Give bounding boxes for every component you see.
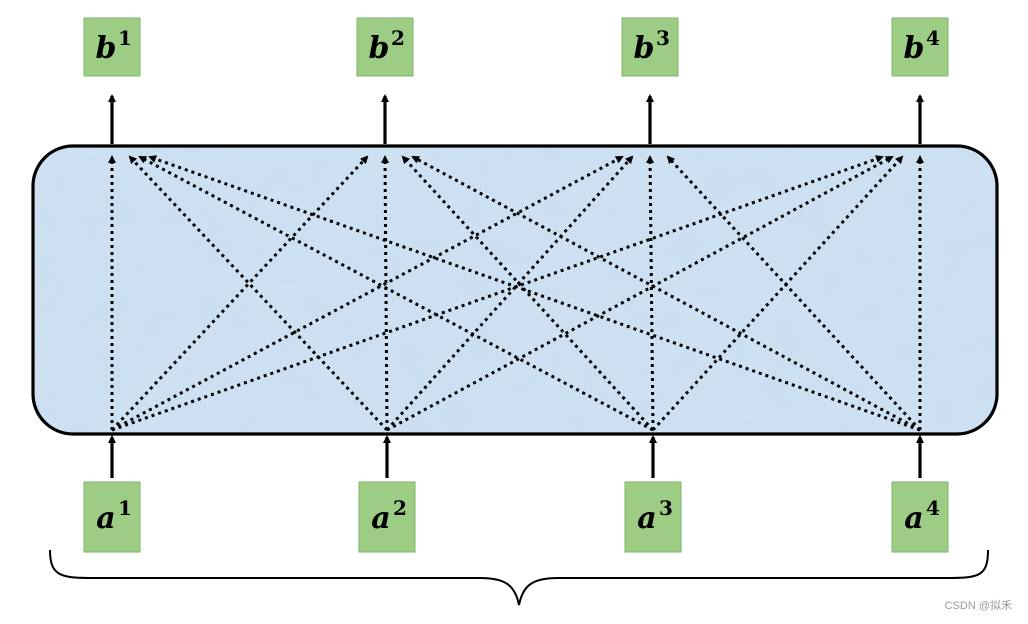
- output-node-b2-box: [356, 17, 414, 77]
- attention-edge-a1-to-b4: [111, 155, 884, 432]
- input-node-a1-box: [83, 481, 141, 553]
- output-node-b4-box: [891, 17, 949, 77]
- output-node-b4-superscript: 4: [926, 26, 940, 50]
- attention-edge-a4-to-b3: [666, 155, 922, 432]
- output-node-b3-box: [621, 17, 679, 77]
- output-node-b3-superscript: 3: [656, 26, 670, 50]
- io-arrows: [108, 94, 924, 478]
- input-node-a3-superscript: 3: [659, 496, 673, 520]
- attention-edge-a3-to-b4: [651, 155, 904, 432]
- output-node-b1-superscript: 1: [118, 26, 132, 50]
- attention-edge-a3-to-b2: [401, 155, 655, 432]
- attention-panel: [31, 144, 999, 436]
- attention-edge-a4-to-b1: [148, 155, 921, 432]
- input-node-a4-box: [891, 481, 949, 553]
- input-node-a1-superscript: 1: [118, 496, 132, 520]
- output-node-b1-box: [83, 17, 141, 77]
- attention-edge-a2-to-b3: [385, 155, 634, 432]
- output-node-b1-label: b: [96, 31, 117, 66]
- input-node-a4-label: a: [904, 501, 923, 536]
- output-node-b2-label: b: [369, 31, 390, 66]
- output-node-b4-label: b: [904, 31, 925, 66]
- input-node-a2-box: [358, 481, 416, 553]
- attention-connections: [108, 155, 924, 432]
- input-node-a2-label: a: [371, 501, 390, 536]
- attention-edge-a3-to-b1: [138, 155, 654, 432]
- input-node-a1-label: a: [96, 501, 115, 536]
- input-node-a3-box: [624, 481, 682, 553]
- output-node-b2-superscript: 2: [391, 26, 405, 50]
- watermark: CSDN @拟禾: [944, 600, 1012, 612]
- input-group-brace: [49, 549, 989, 606]
- output-node-b3-label: b: [634, 31, 655, 66]
- input-node-a2-superscript: 2: [393, 496, 407, 520]
- attention-edge-a2-to-b4: [386, 155, 894, 432]
- input-node-a4-superscript: 4: [926, 496, 940, 520]
- input-node-a3-label: a: [637, 501, 656, 536]
- attention-edge-a1-to-b3: [111, 155, 624, 432]
- attention-edge-a4-to-b2: [411, 155, 921, 432]
